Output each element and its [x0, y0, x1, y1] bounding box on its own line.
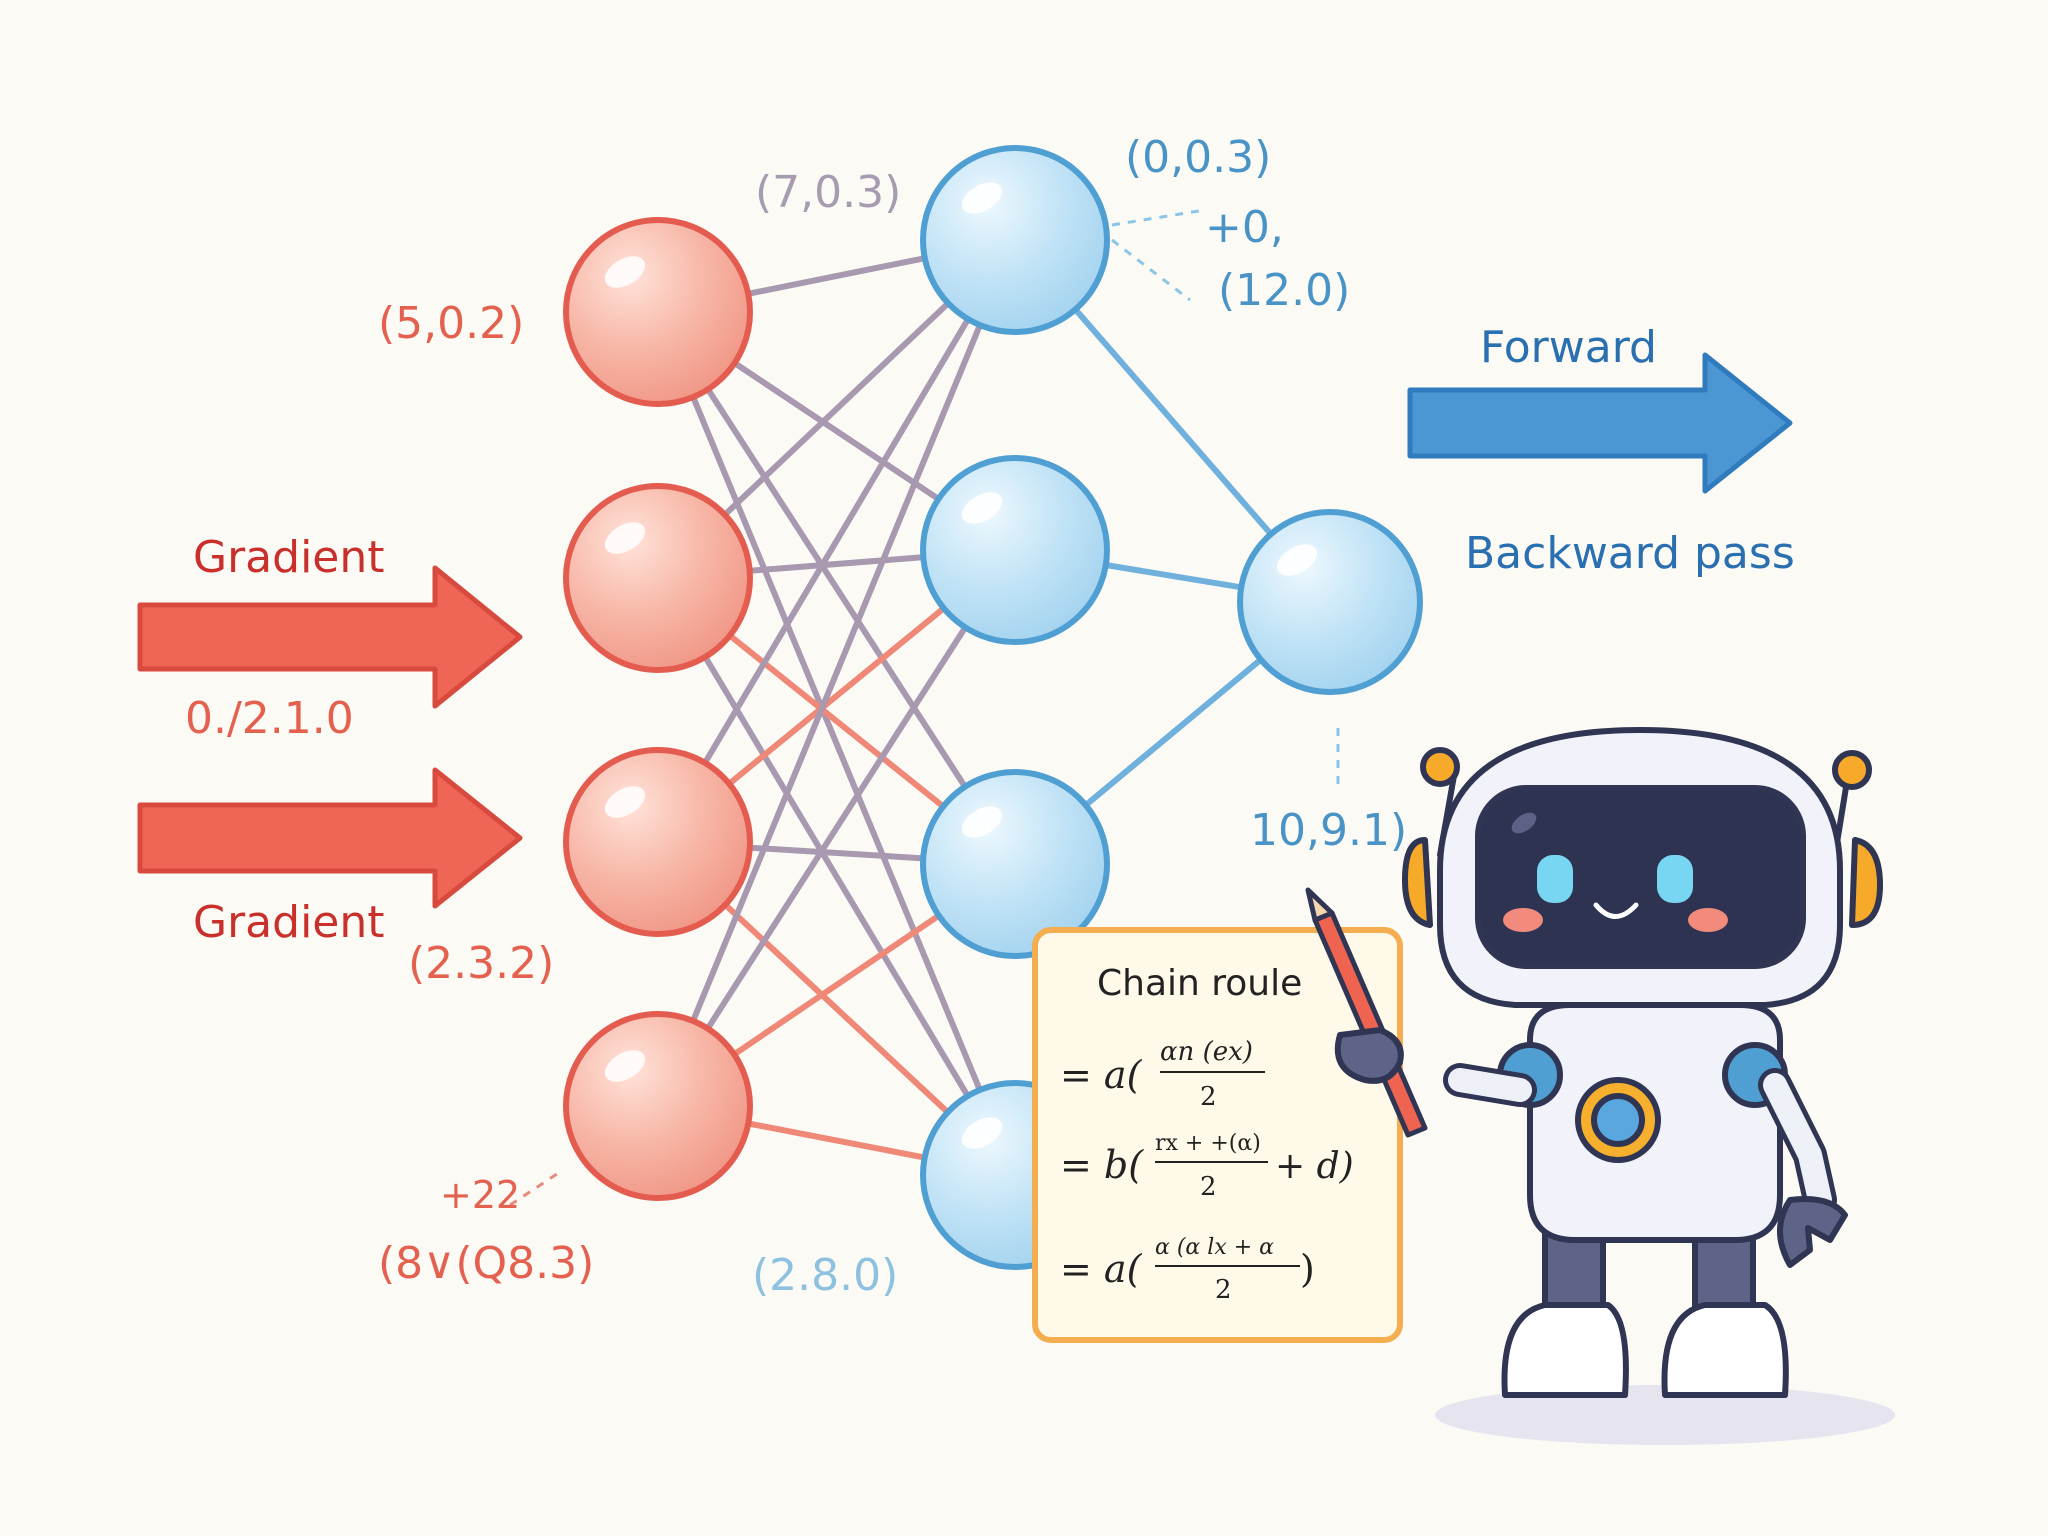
board-line1-numerator: αn (ex): [1160, 1037, 1253, 1067]
output-node-label: 10,9.1): [1250, 805, 1407, 856]
input-node: [563, 747, 753, 937]
connection-line: [655, 547, 1018, 1109]
connection-line: [655, 237, 1018, 1109]
annotation-dashes: [509, 208, 1340, 1207]
robot-chest-core: [1591, 1093, 1645, 1147]
robot-ear-right: [1849, 837, 1883, 928]
forward-label: Forward: [1480, 322, 1657, 373]
input-node-3-label: (2.3.2): [408, 938, 554, 989]
input-node-4-label: (8∨(Q8.3): [378, 1238, 594, 1289]
board-line3-suffix: ): [1300, 1247, 1315, 1291]
robot-antenna-ball-left: [1420, 747, 1460, 787]
board-line3-numerator: α (α lx + α: [1155, 1235, 1274, 1260]
robot-foot-right: [1661, 1302, 1789, 1398]
hidden-node-1-label: (7,0.3): [755, 167, 901, 218]
chain-rule-board: Chain roule = a( αn (ex) 2 = b( rx + +(α…: [1032, 927, 1403, 1343]
input-node-1-label: (5,0.2): [378, 298, 524, 349]
annotation-top-3: (12.0): [1218, 265, 1350, 316]
robot-hand-left: [1334, 1027, 1404, 1084]
board-line3-denominator: 2: [1215, 1275, 1232, 1305]
board-line2-suffix: + d): [1275, 1146, 1354, 1187]
connection-line: [655, 575, 1018, 1178]
connection-line: [655, 237, 1018, 845]
robot-eye-right: [1657, 855, 1693, 903]
robot-cheek-right: [1688, 908, 1728, 932]
gradient-arrow-top: [137, 565, 523, 709]
gradient-label-top: Gradient: [193, 532, 385, 583]
gradient-arrow-bottom: [137, 767, 523, 909]
hidden-node: [920, 145, 1110, 335]
hidden-node: [920, 769, 1110, 959]
connection-line: [655, 309, 1018, 1178]
connection-line: [655, 309, 1018, 867]
board-line2-numerator: rx + +(α): [1155, 1131, 1261, 1156]
input-node: [563, 217, 753, 407]
output-node: [1237, 509, 1423, 695]
robot-smile: [1593, 902, 1639, 919]
gradient-label-bottom: Gradient: [193, 897, 385, 948]
annotation-top-1: (0,0.3): [1125, 132, 1271, 183]
robot-foot-left: [1501, 1302, 1629, 1398]
board-line1-denominator: 2: [1200, 1082, 1217, 1112]
board-line1-prefix: = a(: [1060, 1053, 1143, 1097]
board-line2-prefix: = b(: [1060, 1143, 1144, 1187]
board-title: Chain roule: [1097, 963, 1302, 1004]
robot-cheek-left: [1503, 908, 1543, 932]
robot-arm-left: [1448, 1068, 1532, 1102]
robot-eye-left: [1537, 855, 1573, 903]
board-line3-prefix: = a(: [1060, 1247, 1143, 1291]
robot-screen-shine: [1511, 812, 1537, 834]
input-node-4-label-top: +22: [440, 1173, 520, 1217]
board-line2-denominator: 2: [1200, 1172, 1217, 1202]
robot-antenna-ball-right: [1832, 750, 1872, 790]
robot-shadow: [1435, 1385, 1895, 1445]
hidden-node-4-label: (2.8.0): [752, 1250, 898, 1301]
robot-arm-right: [1763, 1073, 1832, 1212]
annotation-top-2: +0,: [1205, 202, 1284, 253]
robot-hand-right: [1777, 1196, 1848, 1268]
robot-ear-left: [1402, 837, 1433, 928]
backward-pass-label: Backward pass: [1465, 528, 1795, 579]
hidden-node: [920, 455, 1110, 645]
input-layer: [563, 217, 753, 1201]
gradient-value: 0./2.1.0: [185, 693, 354, 744]
forward-arrow: [1407, 352, 1793, 494]
pencil-icon: [1305, 887, 1428, 1138]
input-node: [563, 483, 753, 673]
input-node: [563, 1011, 753, 1201]
robot-character: [1305, 727, 1895, 1445]
